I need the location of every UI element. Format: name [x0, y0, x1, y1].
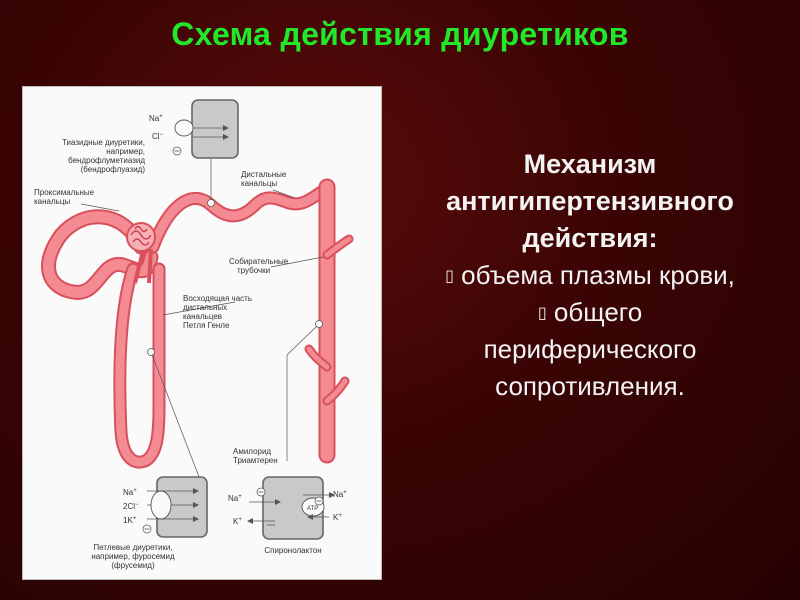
bullet-plasma-volume: ▯ объема плазмы крови,	[384, 257, 796, 294]
ion-na-thiazide: Na+	[149, 114, 163, 123]
ion-k-collecting-pump: K+	[333, 513, 342, 522]
label-loop-title: Петлевые диуретики,	[93, 543, 172, 552]
label-amiloride: Амилорид	[233, 447, 271, 456]
ion-k-collecting-out: K+	[233, 517, 242, 526]
diuretics-diagram-panel: Na+ Cl− Na+ 2Cl− 1K+ Na+ K+	[22, 86, 382, 580]
bullet-peripheral-resistance-text: общего	[553, 297, 643, 327]
label-loop-alt: (фрусемид)	[111, 561, 155, 570]
ion-na-collecting-in: Na+	[228, 494, 242, 503]
bullet-continuation-2: сопротивления.	[495, 371, 685, 401]
bullet-continuation-1: периферического	[483, 334, 697, 364]
mechanism-text-block: Механизм антигипертензивного действия: ▯…	[384, 146, 796, 405]
ion-2cl-loop: 2Cl−	[123, 502, 139, 511]
label-proximal-1: Проксимальные	[34, 188, 95, 197]
label-thiazide-drug: бендрофлуметиазид	[68, 156, 145, 165]
mechanism-heading-2: антигипертензивного	[446, 186, 734, 216]
bullet-peripheral-resistance: ▯ общего	[384, 294, 796, 331]
slide-title: Схема действия диуретиков	[171, 16, 629, 52]
bullet-glyph-icon: ▯	[537, 303, 547, 322]
nephron-diagram: Na+ Cl− Na+ 2Cl− 1K+ Na+ K+	[34, 99, 354, 570]
loop-diuretic-cell	[142, 476, 208, 538]
atp-label: ATP	[307, 506, 318, 512]
bullet-plasma-volume-text: объема плазмы крови,	[461, 260, 735, 290]
label-collecting-2: трубочки	[237, 266, 270, 275]
ion-cl-thiazide: Cl−	[152, 132, 164, 141]
mechanism-heading-3: действия:	[522, 223, 658, 253]
label-thiazide-alt: (бендрофлуазид)	[81, 165, 146, 174]
mechanism-heading-1: Механизм	[523, 149, 657, 179]
diagram-labels: Тиазидные диуретики, например, бендрофлу…	[34, 138, 322, 570]
bullet-glyph-icon: ▯	[445, 266, 454, 285]
label-thiazide-example: например,	[106, 147, 145, 156]
label-ascending-3: канальцев	[183, 312, 222, 321]
label-collecting-1: Собирательные	[229, 257, 289, 266]
afferent-arteriole	[133, 248, 153, 284]
label-thiazide-title: Тиазидные диуретики,	[62, 138, 145, 147]
ion-na-collecting-pump: Na+	[333, 490, 347, 499]
label-distal-1: Дистальные	[241, 170, 287, 179]
label-distal-2: канальцы	[241, 179, 277, 188]
ion-1k-loop: 1K+	[123, 516, 137, 525]
label-loop-example: например, фуросемид	[91, 552, 175, 561]
label-proximal-2: канальцы	[34, 197, 70, 206]
label-triamterene: Триамтерен	[233, 456, 278, 465]
pointer-dots	[147, 199, 323, 356]
label-spironolactone: Спиронолактон	[264, 546, 321, 555]
label-ascending-4: Петля Генле	[183, 321, 230, 330]
label-ascending-2: дистальных	[183, 303, 227, 312]
ion-na-loop: Na+	[123, 488, 137, 497]
thiazide-cell	[172, 99, 239, 159]
collecting-duct-cell	[247, 476, 335, 540]
nephron-tubule	[41, 178, 354, 469]
label-ascending-1: Восходящая часть	[183, 294, 252, 303]
glomerulus	[126, 222, 156, 252]
